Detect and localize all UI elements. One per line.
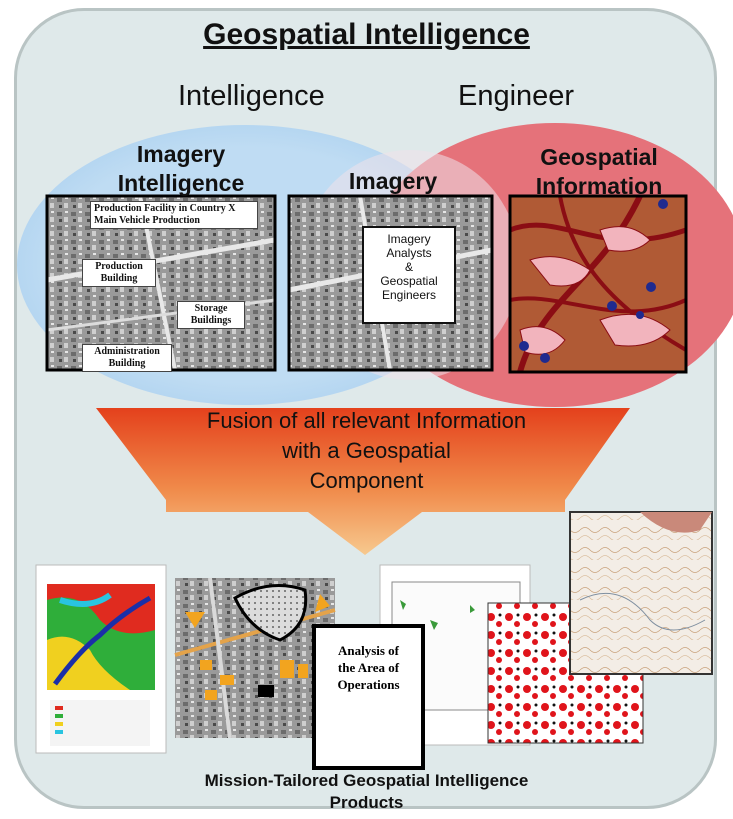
imagery-intelligence-header: Imagery Intelligence bbox=[117, 141, 245, 196]
analysts-note: Imagery Analysts & Geospatial Engineers bbox=[362, 226, 456, 324]
analysis-document: Analysis of the Area of Operations bbox=[312, 624, 425, 770]
production-building-label: Production Building bbox=[82, 259, 156, 287]
imagery-header: Imagery bbox=[348, 168, 438, 194]
geospatial-information-header: Geospatial Information bbox=[535, 144, 663, 199]
fusion-arrow bbox=[96, 408, 630, 555]
category-intelligence: Intelligence bbox=[178, 80, 325, 112]
bottom-caption: Mission-Tailored Geospatial Intelligence… bbox=[204, 771, 529, 812]
fusion-text: Fusion of all relevant Information with … bbox=[206, 408, 527, 493]
category-engineer: Engineer bbox=[458, 80, 575, 112]
page-title: Geospatial Intelligence bbox=[203, 18, 530, 51]
storage-buildings-label: Storage Buildings bbox=[177, 301, 245, 329]
administration-building-label: Administration Building bbox=[82, 344, 172, 372]
facility-label: Production Facility in Country X Main Ve… bbox=[90, 201, 258, 229]
